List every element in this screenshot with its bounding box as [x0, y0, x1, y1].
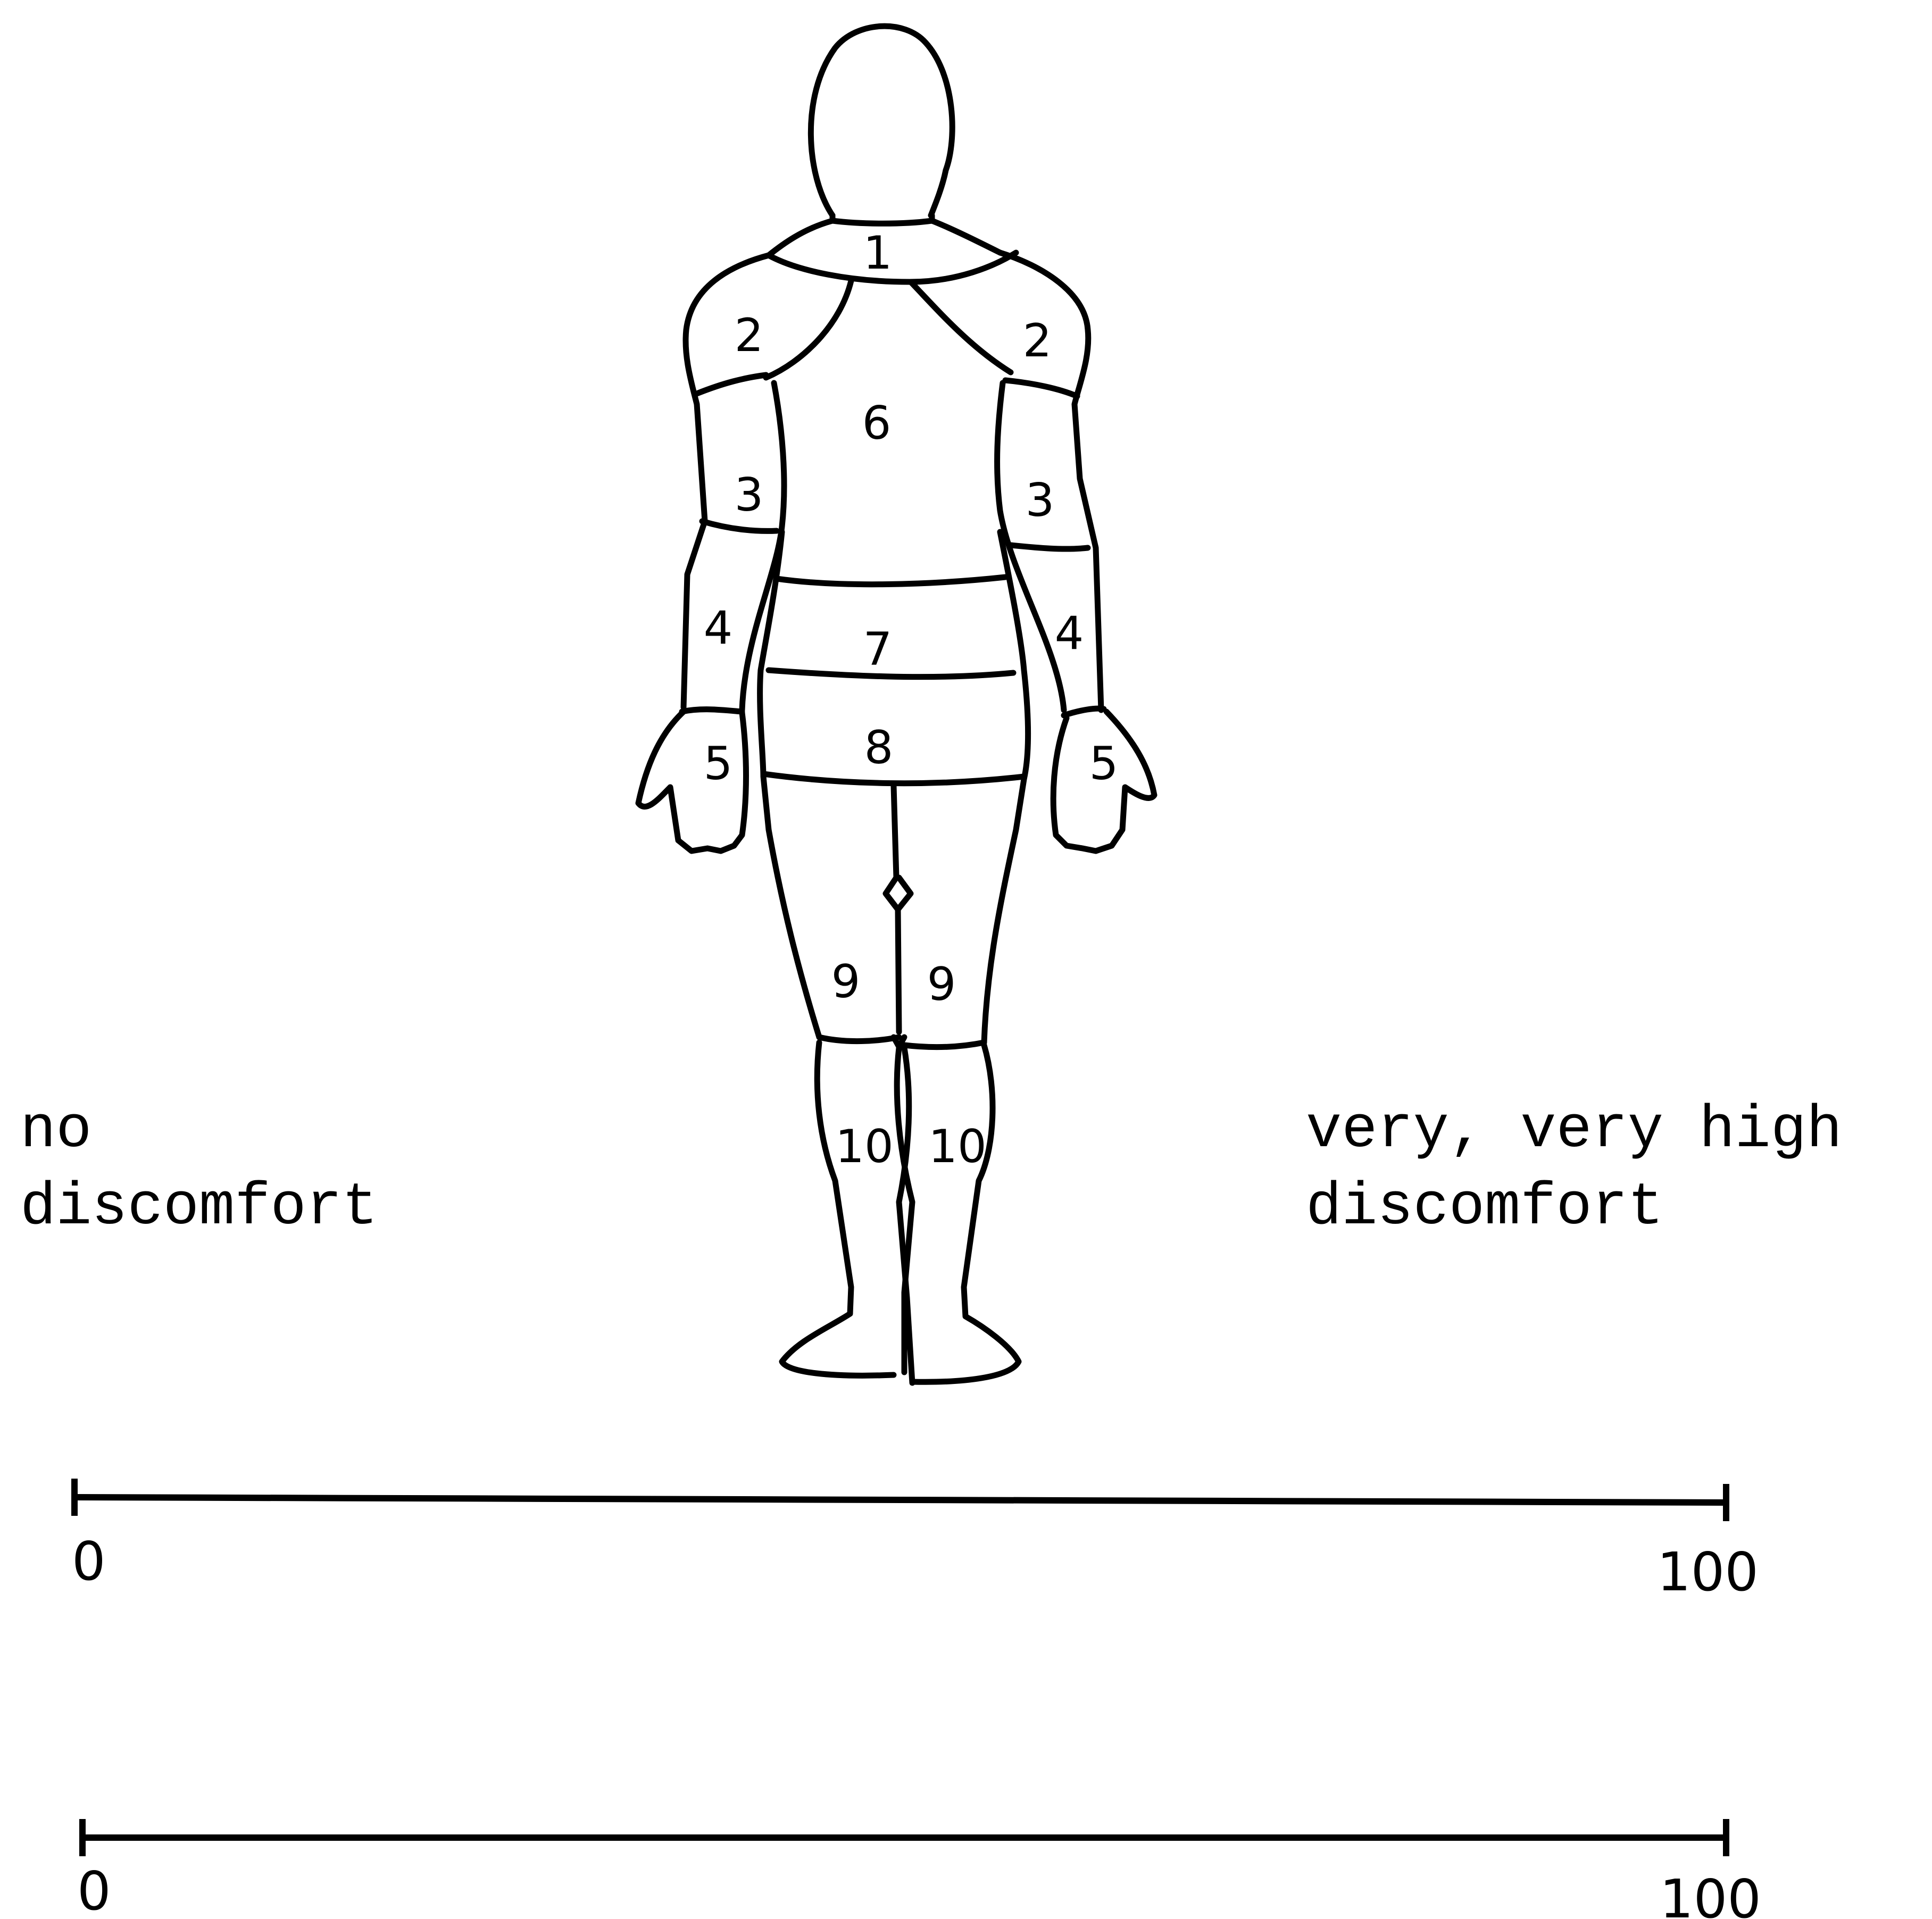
- region-number-upper-back: 6: [862, 397, 892, 450]
- region-number-thigh-right: 9: [927, 958, 956, 1011]
- low-anchor-line2: discomfort: [20, 1178, 378, 1238]
- scale-2-max-label: 100: [1660, 1868, 1761, 1919]
- region-number-shoulder-left: 2: [735, 309, 764, 362]
- region-number-buttocks: 8: [864, 721, 894, 774]
- body-outline: [638, 26, 1154, 1383]
- region-number-hand-left: 5: [704, 737, 733, 790]
- low-anchor-line1: no: [20, 1101, 91, 1161]
- region-number-thigh-left: 9: [831, 955, 861, 1008]
- high-anchor-line2: discomfort: [1306, 1178, 1663, 1238]
- scale-1-max-label: 100: [1657, 1541, 1759, 1603]
- region-number-upper-arm-left: 3: [735, 469, 764, 522]
- region-labels: 1 2 2 3 3 4 4 5 5 6 7 8 9 9 10 10: [704, 227, 1119, 1173]
- rating-scale-2[interactable]: 0 100: [77, 1819, 1761, 1919]
- region-number-neck: 1: [863, 227, 893, 280]
- region-number-lower-leg-left: 10: [835, 1120, 893, 1173]
- region-number-upper-arm-right: 3: [1026, 474, 1055, 527]
- scale-1-line[interactable]: [74, 1497, 1726, 1503]
- high-anchor-line1: very, very high: [1306, 1101, 1842, 1161]
- region-number-shoulder-right: 2: [1023, 314, 1052, 368]
- scale-1-min-label: 0: [72, 1530, 106, 1592]
- region-number-hand-right: 5: [1089, 737, 1119, 790]
- region-number-forearm-left: 4: [704, 602, 733, 655]
- region-number-lower-leg-right: 10: [928, 1120, 986, 1173]
- region-number-forearm-right: 4: [1055, 607, 1084, 660]
- region-number-lower-back: 7: [863, 623, 893, 676]
- rating-scale-1[interactable]: 0 100: [72, 1479, 1759, 1603]
- scale-2-min-label: 0: [77, 1860, 111, 1919]
